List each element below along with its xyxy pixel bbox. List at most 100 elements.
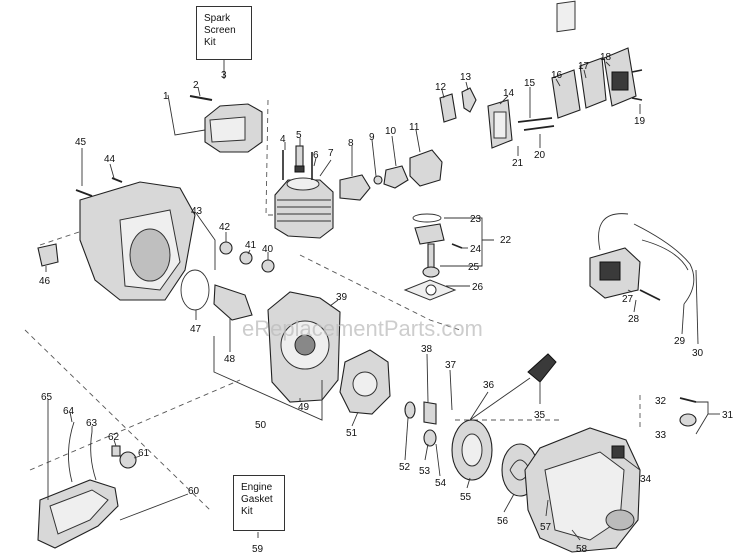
callout-16[interactable]: 16 (551, 70, 563, 81)
callout-2[interactable]: 2 (193, 80, 199, 91)
callout-13[interactable]: 13 (460, 72, 472, 83)
callout-17[interactable]: 17 (578, 61, 590, 72)
seal-parts (219, 241, 275, 273)
callout-5[interactable]: 5 (296, 130, 302, 141)
engine-gasket-kit-box[interactable]: Engine Gasket Kit (233, 475, 285, 531)
callout-38[interactable]: 38 (421, 344, 433, 355)
crankshaft-part (213, 284, 253, 321)
callout-labels: 1 2 3 4 5 6 7 8 9 10 11 12 13 14 15 16 1… (39, 52, 734, 555)
flywheel-part (339, 349, 391, 415)
callout-11[interactable]: 11 (409, 122, 420, 133)
fan-housing-part (524, 427, 641, 553)
callout-40[interactable]: 40 (262, 244, 274, 255)
callout-26[interactable]: 26 (472, 282, 484, 293)
engine-shroud-part (75, 177, 196, 301)
callout-46[interactable]: 46 (39, 276, 51, 287)
callout-7[interactable]: 7 (328, 148, 334, 159)
callout-10[interactable]: 10 (385, 126, 397, 137)
callout-9[interactable]: 9 (369, 132, 375, 143)
callout-51[interactable]: 51 (346, 428, 358, 439)
kit-label-line: Screen (204, 25, 236, 36)
callout-23[interactable]: 23 (470, 214, 482, 225)
o-ring-part (180, 269, 210, 311)
kit-label-line: Gasket (241, 494, 273, 505)
guard-part (37, 421, 119, 549)
callout-44[interactable]: 44 (104, 154, 116, 165)
callout-65[interactable]: 65 (41, 392, 53, 403)
callout-32[interactable]: 32 (655, 396, 667, 407)
callout-64[interactable]: 64 (63, 406, 75, 417)
callout-6[interactable]: 6 (313, 150, 319, 161)
callout-47[interactable]: 47 (190, 324, 202, 335)
callout-42[interactable]: 42 (219, 222, 231, 233)
callout-57[interactable]: 57 (540, 522, 552, 533)
callout-58[interactable]: 58 (576, 544, 588, 555)
group-line-cylinder (265, 99, 280, 216)
callout-37[interactable]: 37 (445, 360, 457, 371)
callout-35[interactable]: 35 (534, 410, 546, 421)
callout-59[interactable]: 59 (252, 544, 264, 555)
callout-62[interactable]: 62 (108, 432, 120, 443)
callout-8[interactable]: 8 (348, 138, 354, 149)
callout-1[interactable]: 1 (163, 91, 169, 102)
screw-part (189, 95, 213, 101)
intake-parts (339, 149, 443, 201)
callout-61[interactable]: 61 (138, 448, 150, 459)
callout-3[interactable]: 3 (221, 70, 227, 81)
callout-4[interactable]: 4 (280, 134, 286, 145)
group-line-crankcase (299, 254, 461, 331)
callout-56[interactable]: 56 (497, 516, 509, 527)
callout-33[interactable]: 33 (655, 430, 667, 441)
gear-part (119, 451, 137, 469)
callout-12[interactable]: 12 (435, 82, 447, 93)
nut-part (111, 445, 121, 457)
callout-54[interactable]: 54 (435, 478, 447, 489)
callout-25[interactable]: 25 (468, 262, 480, 273)
callout-31[interactable]: 31 (722, 410, 734, 421)
callout-22[interactable]: 22 (500, 235, 512, 246)
starter-parts (404, 353, 557, 497)
muffler-part (204, 103, 263, 153)
callout-15[interactable]: 15 (524, 78, 536, 89)
kit-label-line: Kit (204, 37, 216, 48)
callout-34[interactable]: 34 (640, 474, 652, 485)
callout-29[interactable]: 29 (674, 336, 686, 347)
watermark: eReplacementParts.com (242, 316, 483, 341)
group-line-left (24, 329, 211, 511)
callout-49[interactable]: 49 (298, 402, 310, 413)
kit-label-line: Kit (241, 506, 253, 517)
callout-19[interactable]: 19 (634, 116, 646, 127)
kit-label-line: Engine (241, 482, 273, 493)
callout-50[interactable]: 50 (255, 420, 267, 431)
callout-36[interactable]: 36 (483, 380, 495, 391)
spark-plug-part (294, 145, 305, 173)
callout-52[interactable]: 52 (399, 462, 411, 473)
callout-18[interactable]: 18 (600, 52, 612, 63)
callout-14[interactable]: 14 (503, 88, 515, 99)
callout-27[interactable]: 27 (622, 294, 634, 305)
callout-41[interactable]: 41 (245, 240, 257, 251)
cap-part (679, 413, 697, 427)
crankcase-part (267, 291, 341, 403)
callout-60[interactable]: 60 (188, 486, 200, 497)
ignition-parts (589, 213, 695, 305)
callout-43[interactable]: 43 (191, 206, 203, 217)
callout-20[interactable]: 20 (534, 150, 546, 161)
callout-24[interactable]: 24 (470, 244, 482, 255)
callout-63[interactable]: 63 (86, 418, 98, 429)
callout-28[interactable]: 28 (628, 314, 640, 325)
callout-21[interactable]: 21 (512, 158, 524, 169)
spark-screen-kit-box[interactable]: Spark Screen Kit (196, 6, 252, 60)
pin-part (679, 397, 697, 403)
bracket-part (37, 243, 59, 267)
callout-30[interactable]: 30 (692, 348, 704, 359)
callout-48[interactable]: 48 (224, 354, 236, 365)
kit-label-line: Spark (204, 13, 231, 24)
piston-parts (403, 213, 463, 301)
callout-39[interactable]: 39 (336, 292, 348, 303)
callout-53[interactable]: 53 (419, 466, 431, 477)
callout-55[interactable]: 55 (460, 492, 472, 503)
callout-45[interactable]: 45 (75, 137, 87, 148)
